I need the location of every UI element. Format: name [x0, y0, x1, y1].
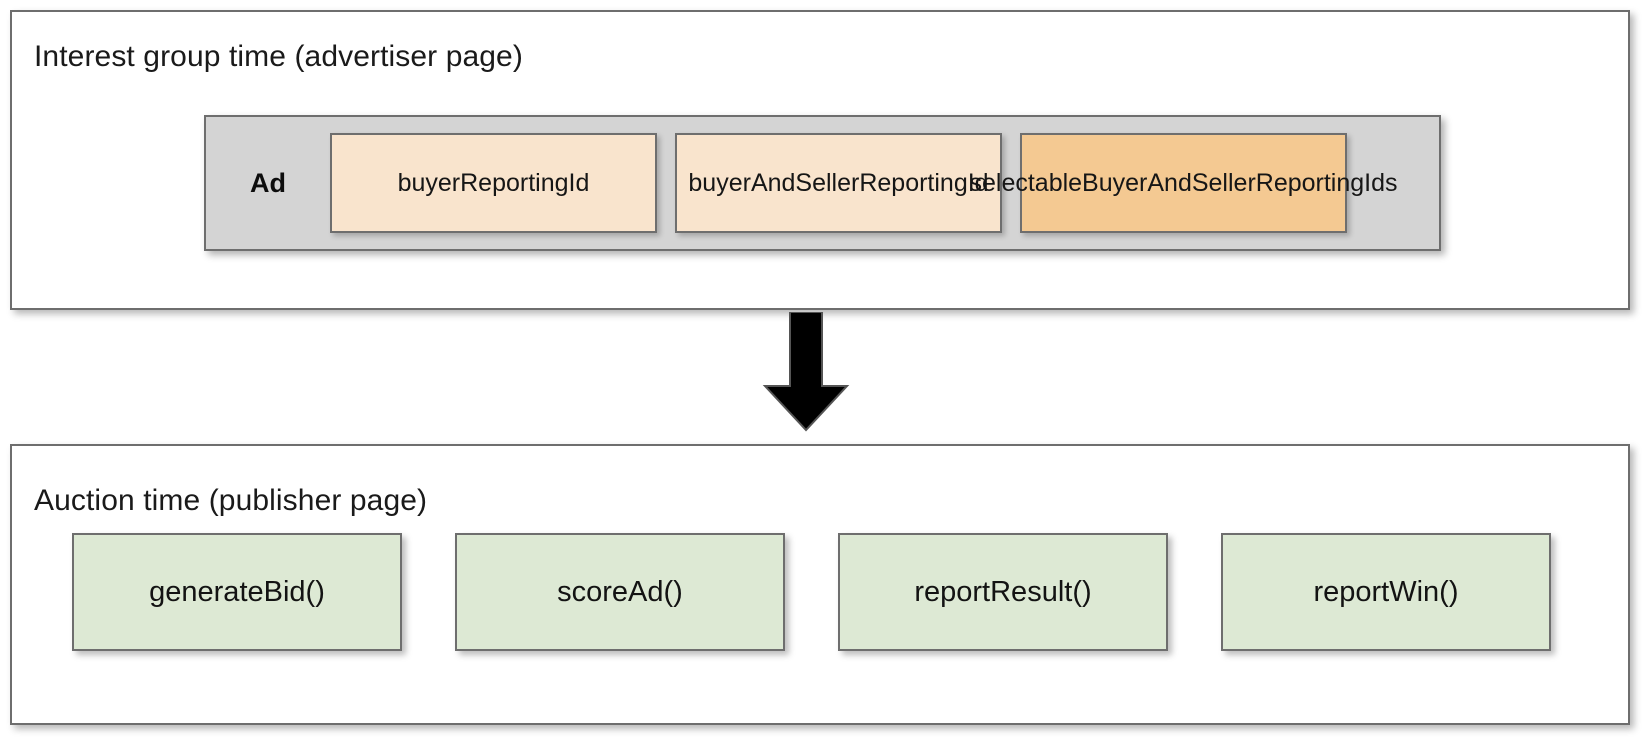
field-selectable-buyer-and-seller-reporting-ids: selectableBuyerAndSellerReportingIds	[969, 133, 1398, 233]
function-generate-bid: generateBid()	[72, 533, 402, 651]
function-report-win-label: reportWin()	[1313, 575, 1459, 608]
function-report-win: reportWin()	[1221, 533, 1551, 651]
field-buyer-and-seller-reporting-id: buyerAndSellerReportingId	[675, 133, 1002, 233]
field-buyer-reporting-id: buyerReportingId	[330, 133, 657, 233]
field-buyer-and-seller-reporting-id-label: buyerAndSellerReportingId	[688, 168, 989, 197]
function-score-ad-label: scoreAd()	[557, 575, 683, 608]
function-score-ad: scoreAd()	[455, 533, 785, 651]
ad-object-label: Ad	[250, 167, 286, 198]
function-report-result-label: reportResult()	[914, 575, 1092, 608]
auction-functions-row: generateBid() scoreAd() reportResult() r…	[72, 533, 1552, 651]
field-buyer-reporting-id-label: buyerReportingId	[397, 168, 590, 197]
function-generate-bid-label: generateBid()	[149, 575, 325, 608]
section-title-auction-time: Auction time (publisher page)	[34, 484, 428, 517]
ad-object-container: Ad buyerReportingId buyerAndSellerReport…	[204, 115, 1441, 251]
section-title-interest-group-time: Interest group time (advertiser page)	[34, 40, 523, 73]
function-report-result: reportResult()	[838, 533, 1168, 651]
field-selectable-buyer-and-seller-reporting-ids-label: selectableBuyerAndSellerReportingIds	[969, 168, 1398, 197]
down-arrow-icon	[762, 312, 850, 432]
section-interest-group-time: Interest group time (advertiser page) Ad…	[10, 10, 1630, 310]
